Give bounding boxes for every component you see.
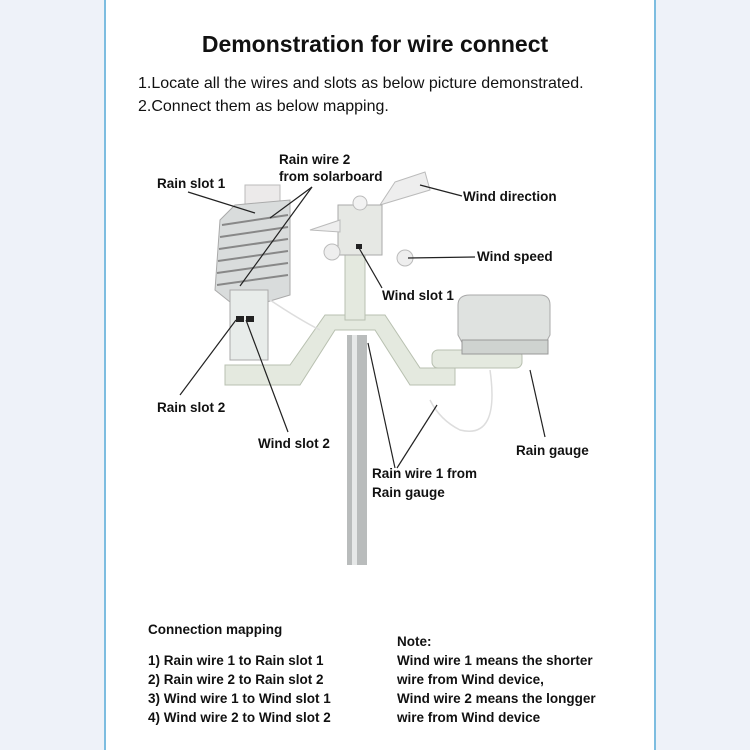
label-wind-speed: Wind speed — [477, 249, 553, 264]
note-line: wire from Wind device, — [397, 672, 544, 687]
label-wind-slot-2: Wind slot 2 — [258, 436, 330, 451]
page-title: Demonstration for wire connect — [201, 31, 549, 57]
note-heading: Note: — [397, 634, 432, 649]
note-line: wire from Wind device — [397, 710, 541, 725]
instruction-1: 1.Locate all the wires and slots as belo… — [138, 75, 584, 92]
label-wind-slot-1: Wind slot 1 — [382, 288, 454, 303]
label-rain-slot-1: Rain slot 1 — [157, 176, 226, 191]
wind-device — [309, 171, 431, 267]
mounting-arm — [224, 244, 523, 386]
label-wind-direction: Wind direction — [463, 189, 557, 204]
mapping-item: 3) Wind wire 1 to Wind slot 1 — [148, 691, 331, 706]
note-line: Wind wire 1 means the shorter — [397, 653, 593, 668]
document-panel — [104, 0, 656, 750]
mapping-heading: Connection mapping — [148, 622, 283, 637]
note-line: Wind wire 2 means the longger — [397, 691, 596, 706]
mapping-item: 4) Wind wire 2 to Wind slot 2 — [148, 710, 331, 725]
rain-gauge — [457, 294, 551, 355]
label-rain-wire-1-source: Rain gauge — [372, 485, 445, 500]
leader-lines — [179, 184, 546, 469]
label-rain-gauge: Rain gauge — [516, 443, 589, 458]
label-rain-wire-2: Rain wire 2 — [279, 152, 351, 167]
mapping-item: 2) Rain wire 2 to Rain slot 2 — [148, 672, 324, 687]
instruction-2: 2.Connect them as below mapping. — [138, 98, 389, 115]
rain-sensor-housing — [214, 184, 291, 361]
label-rain-wire-1: Rain wire 1 from — [372, 466, 478, 481]
mapping-list: 1) Rain wire 1 to Rain slot 1 2) Rain wi… — [148, 651, 331, 727]
note-text: Wind wire 1 means the shorter wire from … — [397, 651, 596, 727]
label-rain-slot-2: Rain slot 2 — [157, 400, 226, 415]
mapping-item: 1) Rain wire 1 to Rain slot 1 — [148, 653, 324, 668]
label-rain-wire-2-source: from solarboard — [279, 169, 383, 184]
